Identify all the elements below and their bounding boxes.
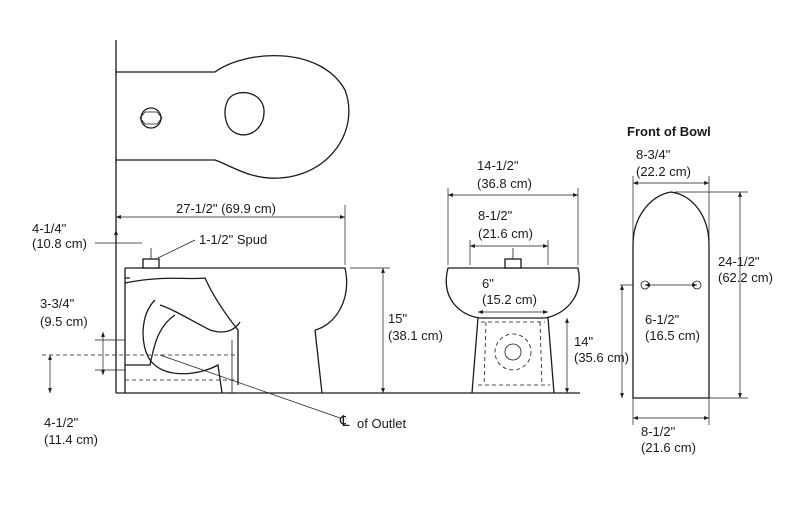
spud-hex-outline-icon [139,111,163,125]
spud-height-label-cm: (10.8 cm) [32,236,87,251]
bowl-length-label-cm: (62.2 cm) [718,270,773,285]
front-of-bowl-heading: Front of Bowl [627,124,711,139]
inlet-offset-label-cm: (9.5 cm) [40,314,88,329]
bowl-outline [632,191,710,399]
outlet-label: of Outlet [357,416,407,431]
centerline-symbol: ℄ [340,413,350,430]
bowl-top-width-label-in: 8-3/4" [636,147,671,162]
base-height-label-cm: (35.6 cm) [574,350,629,365]
bolt-spacing-label-in: 6-1/2" [645,312,680,327]
side-width-label-cm: (36.8 cm) [477,176,532,191]
bowl-base-width-label-cm: (21.6 cm) [641,440,696,455]
spud-connector [142,258,160,269]
front-bowl [445,267,580,319]
rim-height-label-in: 15" [388,311,408,326]
front-of-bowl-view [620,176,748,425]
outlet-leader [159,354,341,419]
bowl-top-width-label-cm: (22.2 cm) [636,164,691,179]
bolt-spacing-label-cm: (16.5 cm) [645,328,700,343]
side-view [42,40,580,419]
side-width-label-in: 14-1/2" [477,158,519,173]
base-height-label-in: 14" [574,334,594,349]
plan-view-opening [224,91,265,136]
front-spud [504,258,522,269]
spud-width-label-cm: (15.2 cm) [482,292,537,307]
front-outlet-inner [504,343,522,361]
front-base-dashes [478,321,550,386]
rim-height-label-cm: (38.1 cm) [388,328,443,343]
spud-hex-icon [140,107,162,129]
outlet-height-label-cm: (11.4 cm) [44,432,98,447]
side-bowl-rim [125,267,348,331]
side-bowl-outline [124,268,323,394]
inlet-offset-label-in: 3-3/4" [40,296,75,311]
outlet-height-label-in: 4-1/2" [44,415,79,430]
side-inner-label-cm: (21.6 cm) [478,226,533,241]
front-outlet-circle [494,333,532,371]
outlet-bend [125,314,176,366]
overall-length-label: 27-1/2" (69.9 cm) [176,201,276,216]
side-inner-label-in: 8-1/2" [478,208,513,223]
plan-view-bowl [116,54,350,179]
bowl-length-label-in: 24-1/2" [718,254,760,269]
spud-width-label-in: 6" [482,276,494,291]
spud-height-label-in: 4-1/4" [32,221,67,236]
spud-label: 1-1/2" Spud [199,232,268,247]
trapway [124,277,241,394]
spud-leader [157,239,196,259]
bowl-base-width-label-in: 8-1/2" [641,424,676,439]
front-pedestal [471,317,555,394]
front-elevation [445,188,580,394]
